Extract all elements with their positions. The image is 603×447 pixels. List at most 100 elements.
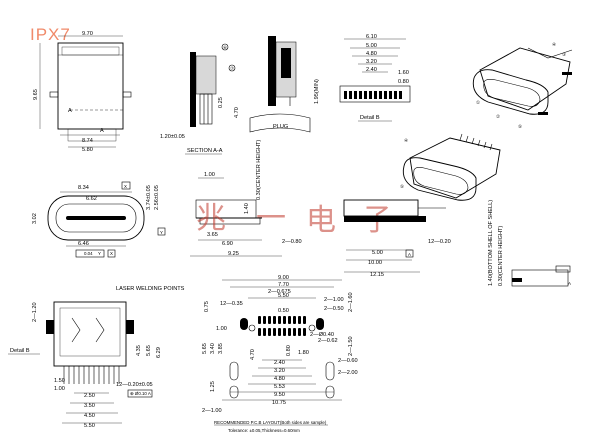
section-label: SECTION A-A [187, 148, 223, 154]
pcb-dim-2-150: 2—1.50 [348, 336, 354, 356]
bottom-dim-5-65: 5.65 [146, 345, 152, 356]
bottom-dim-1-50: 1.50 [54, 378, 65, 384]
pcb-dim-3-85: 3.85 [218, 343, 224, 354]
callout-7: ⑦ [230, 66, 234, 71]
iso-view-mid: ④ ⑤ [400, 133, 501, 201]
pcb-dim-7-70: 7.70 [278, 282, 289, 288]
pin-view: 6.10 5.00 4.80 3.20 2.40 1.60 0.80 Detai… [339, 34, 411, 122]
bottom-detail-label: Detail B [10, 348, 30, 354]
pcb-pads-row2 [258, 328, 306, 336]
section-mark-a2: A [100, 128, 104, 134]
iso-view-top: ④ ⑤ ① ② ③ [472, 42, 573, 129]
bottom-dim-12-020: 12—0.20±0.05 [116, 382, 153, 388]
front-dim-3-74: 3.74±0.05 [146, 185, 152, 210]
pcb-dim-9-00: 9.00 [278, 275, 289, 281]
front-datum-x: X [124, 184, 127, 189]
profile-dim-3-65: 3.65 [207, 232, 218, 238]
pcb-dim-9-50: 9.50 [274, 392, 285, 398]
pcb-dim-5-50: 5.50 [278, 293, 289, 299]
pcb-dim-1-00: 1.00 [216, 326, 227, 332]
profile-dim-1-40: 1.40 [244, 203, 250, 214]
profile-dim-2-080: 2—0.80 [282, 239, 302, 245]
pin-dim-4-80: 4.80 [366, 51, 377, 57]
pcb-dim-2-050: 2—0.50 [324, 306, 344, 312]
dim-0-25: 0.25 [218, 97, 224, 108]
watermark-char-1: 兆 [196, 201, 226, 236]
rp-small-profile [511, 265, 571, 287]
pin-dim-1-60: 1.60 [398, 70, 409, 76]
rp-dim-center-height: 0.30(CENTER HEIGHT) [498, 226, 504, 286]
pcb-dim-1-25: 1.25 [210, 381, 216, 392]
bottom-dim-6-29: 6.29 [156, 347, 162, 358]
pcb-dim-10-75: 10.75 [272, 400, 286, 406]
bottom-dim-4-35: 4.35 [136, 345, 142, 356]
dim-4-70: 4.70 [234, 107, 240, 118]
dim-width-top: 9.70 [82, 31, 93, 37]
pcb-tolerance: Tolerance: ±0.05,Thickness=0.60mm [228, 428, 300, 433]
front-dim-8-34: 8.34 [78, 185, 89, 191]
profile-dim-center: 0.30(CENTER HEIGHT) [256, 140, 262, 200]
bottom-dim-1-00: 1.00 [54, 386, 65, 392]
iso-top-callout-1: ① [476, 100, 480, 105]
pin-detail-label: Detail B [360, 115, 380, 121]
model-title: IPX7 [30, 25, 71, 44]
iso-top-callout-4: ④ [552, 42, 556, 47]
side-view: ⑥ ⑦ 1.20±0.05 4.70 0.25 SECTION A-A [160, 43, 240, 155]
pcb-dim-0-50: 0.50 [278, 308, 289, 314]
dim-thickness: 1.20±0.05 [160, 134, 185, 140]
profile-view: 1.00 0.30(CENTER HEIGHT) 1.40 3.65 6.90 … [190, 140, 302, 257]
callout-6: ⑥ [223, 45, 227, 50]
pcb-dim-2-0675: 2—0.675 [268, 289, 291, 295]
iso-top-callout-3: ③ [562, 52, 566, 57]
pcb-dim-2-100-bottom: 2—1.00 [202, 408, 222, 414]
plug-view: PLUG 1.95(MIN) [249, 36, 320, 133]
bottom-dim-4-50: 4.50 [84, 413, 95, 419]
dim-width-bottom: 5.80 [82, 147, 93, 153]
iso-top-callout-2: ② [496, 114, 500, 119]
rp-datum-a: A [408, 252, 411, 257]
pcb-dim-2-40: 2.40 [274, 360, 285, 366]
pin-dim-2-40: 2.40 [366, 67, 377, 73]
rp-datum-a2: A [568, 281, 571, 286]
bottom-dim-5-50: 5.50 [84, 423, 95, 429]
pin-dim-0-80: 0.80 [398, 79, 409, 85]
watermark-char-2: 一 [256, 201, 286, 236]
front-datum-y: Y [160, 230, 163, 235]
rp-dim-10-00: 10.00 [368, 260, 382, 266]
profile-dim-9-25: 9.25 [228, 251, 239, 257]
pcb-dim-0-75: 0.75 [204, 301, 210, 312]
bottom-note-laser: LASER WELDING POINTS [116, 286, 185, 292]
pcb-caption: RECOMMENDED P.C.B LAYOUT(Both sides are … [214, 420, 327, 425]
pcb-dim-0-80: 0.80 [286, 345, 292, 356]
pin-dim-5-00: 5.00 [366, 43, 377, 49]
front-dim-6-46: 6.46 [78, 241, 89, 247]
rp-dim-5-00: 5.00 [372, 250, 383, 256]
rp-dim-12-020: 12—0.20 [428, 239, 451, 245]
pcb-layout: 9.00 7.70 2—0.675 5.50 12—0.35 2—1.00 2—… [202, 275, 358, 433]
rp-dim-bottom-shell: 1.40(BOTTOM SHELL OF SHELL) [488, 200, 494, 286]
bottom-dim-3-50: 3.50 [84, 403, 95, 409]
pcb-dim-5-65: 5.65 [202, 343, 208, 354]
profile-dim-1-00: 1.00 [204, 172, 215, 178]
bottom-dim-2-50: 2.50 [84, 393, 95, 399]
pcb-dim-4-70: 4.70 [250, 349, 256, 360]
plug-label: PLUG [273, 124, 288, 130]
pcb-dim-2-062: 2—0.62 [318, 338, 338, 344]
front-dim-2-56: 2.56±0.05 [154, 185, 160, 210]
dim-width-inner: 8.74 [82, 138, 93, 144]
pin-dim-6-10: 6.10 [366, 34, 377, 40]
pcb-dim-3-40: 3.40 [210, 343, 216, 354]
pcb-dim-4-80: 4.80 [274, 376, 285, 382]
pcb-dim-2-060: 2—0.60 [338, 358, 358, 364]
front-tol-value: 0.04 [84, 251, 93, 256]
iso-top-callout-5: ⑤ [518, 124, 522, 129]
profile-dim-6-90: 6.90 [222, 241, 233, 247]
pcb-dim-2-160: 2—1.60 [348, 292, 354, 312]
pin-dim-3-20: 3.20 [366, 59, 377, 65]
section-mark-a1: A [68, 108, 72, 114]
watermark-char-3: 电 [306, 203, 336, 238]
bottom-tol-box: ⊕ Ø0.10 A [130, 391, 151, 396]
dim-height-left: 9.65 [33, 89, 39, 100]
pcb-dim-2-100: 2—1.00 [324, 297, 344, 303]
